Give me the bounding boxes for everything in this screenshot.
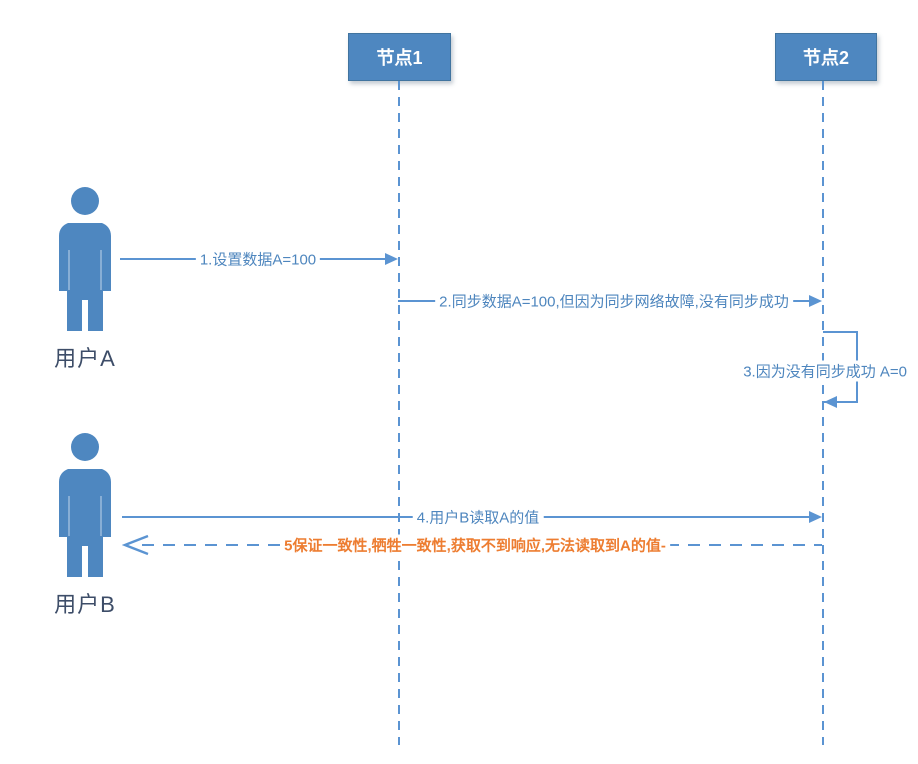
message3-label: 3.因为没有同步成功 A=0: [739, 360, 911, 382]
actor-user-a: 用户A: [52, 186, 118, 373]
message4-label: 4.用户B读取A的值: [412, 506, 544, 528]
message1-arrowhead-icon: [385, 253, 398, 265]
message2-label: 2.同步数据A=100,但因为同步网络故障,没有同步成功: [435, 290, 793, 312]
message4-arrowhead-icon: [809, 511, 822, 523]
node2-lifeline: [822, 81, 824, 745]
node1-box: 节点1: [348, 33, 451, 81]
message1-label: 1.设置数据A=100: [195, 248, 321, 270]
message2-arrowhead-icon: [809, 295, 822, 307]
message5-label: 5保证一致性,牺牲一致性,获取不到响应,无法读取到A的值-: [280, 534, 670, 556]
node2-box: 节点2: [775, 33, 877, 81]
actor-user-b: 用户B: [52, 432, 118, 619]
message5-open-arrowhead-icon: [122, 534, 149, 556]
person-icon: [59, 187, 111, 331]
actor-b-label: 用户B: [54, 592, 116, 617]
person-icon: [59, 433, 111, 577]
node1-lifeline: [398, 81, 400, 745]
message3-arrowhead-icon: [824, 396, 837, 408]
actor-a-label: 用户A: [54, 346, 116, 371]
